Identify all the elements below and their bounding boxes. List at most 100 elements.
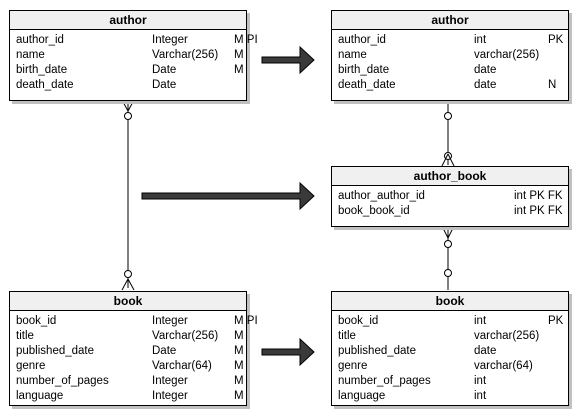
attribute-type: Date xyxy=(152,345,177,357)
attribute-type: Integer xyxy=(152,390,188,402)
entity-title: book xyxy=(10,292,246,311)
entity-author-logical[interactable]: author author_id Integer M PI name Varchar(25… xyxy=(9,10,258,101)
attribute-type: date xyxy=(474,64,497,76)
attribute-name: author_id xyxy=(16,34,64,46)
attribute-name: author_id xyxy=(338,34,386,46)
attribute-row[interactable]: name Varchar(256) M xyxy=(16,48,244,63)
attribute-type: Varchar(256) xyxy=(152,49,219,61)
relationship-author-book-left xyxy=(121,99,135,291)
attribute-row[interactable]: name varchar(256) xyxy=(338,48,562,63)
attribute-flags: M xyxy=(234,390,244,402)
attribute-row[interactable]: author_author_id int PK FK xyxy=(338,189,563,204)
arrow-author-transform xyxy=(261,45,315,75)
attribute-flags: M xyxy=(234,330,244,342)
attribute-name: title xyxy=(338,330,356,342)
attribute-row[interactable]: birth_date date xyxy=(338,63,562,78)
attribute-type: Date xyxy=(152,79,177,91)
attribute-flags: PK xyxy=(548,315,564,327)
attribute-name: author_author_id xyxy=(338,190,425,202)
attribute-name: book_id xyxy=(16,315,57,327)
attribute-name: published_date xyxy=(16,345,95,357)
attribute-flags: M PI xyxy=(234,34,258,46)
attribute-type: varchar(256) xyxy=(474,330,540,342)
attribute-row[interactable]: number_of_pages Integer M xyxy=(16,374,244,389)
attribute-row[interactable]: birth_date Date M xyxy=(16,63,244,78)
attribute-name: death_date xyxy=(16,79,74,91)
attribute-name: name xyxy=(16,49,45,61)
attribute-type: int xyxy=(474,34,487,46)
attribute-flags: M xyxy=(234,49,244,61)
attribute-row[interactable]: death_date date N xyxy=(338,78,562,93)
attribute-row[interactable]: genre varchar(64) xyxy=(338,359,562,374)
attribute-type: Integer xyxy=(152,375,188,387)
attribute-flags: M xyxy=(234,360,244,372)
attribute-type: int xyxy=(474,315,487,327)
attribute-flags: PK xyxy=(548,34,564,46)
attribute-flags: M PI xyxy=(234,315,258,327)
attribute-row[interactable]: author_id int PK xyxy=(338,33,564,48)
attribute-name: death_date xyxy=(338,79,396,91)
attribute-type: int PK FK xyxy=(514,205,563,217)
attribute-row[interactable]: author_id Integer M PI xyxy=(16,33,258,48)
arrow-relationship-transform xyxy=(141,181,315,211)
entity-title: author xyxy=(10,11,246,30)
attribute-name: book_id xyxy=(338,315,379,327)
attribute-name: published_date xyxy=(338,345,417,357)
attribute-name: number_of_pages xyxy=(16,375,109,387)
attribute-type: varchar(256) xyxy=(474,49,540,61)
attribute-name: birth_date xyxy=(338,64,390,76)
attribute-row[interactable]: genre Varchar(64) M xyxy=(16,359,244,374)
attribute-name: number_of_pages xyxy=(338,375,431,387)
attribute-row[interactable]: language Integer M xyxy=(16,389,244,404)
attribute-name: name xyxy=(338,49,367,61)
attribute-row[interactable]: title varchar(256) xyxy=(338,329,562,344)
attribute-type: Varchar(64) xyxy=(152,360,212,372)
attribute-row[interactable]: death_date Date xyxy=(16,78,240,93)
attribute-name: book_book_id xyxy=(338,205,410,217)
entity-title: author_book xyxy=(332,167,568,186)
attribute-type: int xyxy=(474,390,487,402)
relationship-authorbook-book xyxy=(441,225,455,290)
attribute-type: Integer xyxy=(152,34,188,46)
attribute-flags: M xyxy=(234,345,244,357)
entity-title: author xyxy=(332,11,568,30)
attribute-flags: N xyxy=(548,79,557,91)
attribute-name: title xyxy=(16,330,34,342)
attribute-type: varchar(64) xyxy=(474,360,533,372)
attribute-type: int PK FK xyxy=(514,190,563,202)
attribute-row[interactable]: number_of_pages int xyxy=(338,374,562,389)
attribute-row[interactable]: book_id Integer M PI xyxy=(16,314,258,329)
attribute-name: genre xyxy=(338,360,368,372)
entity-author-physical[interactable]: author author_id int PK name varchar(256) birt… xyxy=(331,10,569,101)
relationship-author-authorbook xyxy=(441,100,455,167)
attribute-type: Date xyxy=(152,64,177,76)
attribute-type: date xyxy=(474,79,497,91)
attribute-name: language xyxy=(16,390,64,402)
attribute-type: int xyxy=(474,375,487,387)
attribute-flags: M xyxy=(234,375,244,387)
arrow-book-transform xyxy=(261,337,315,367)
attribute-name: genre xyxy=(16,360,46,372)
attribute-row[interactable]: language int xyxy=(338,389,562,404)
attribute-name: language xyxy=(338,390,386,402)
attribute-flags: M xyxy=(234,64,244,76)
attribute-name: birth_date xyxy=(16,64,68,76)
attribute-row[interactable]: book_id int PK xyxy=(338,314,564,329)
attribute-type: Integer xyxy=(152,315,188,327)
attribute-row[interactable]: published_date date xyxy=(338,344,562,359)
attribute-type: date xyxy=(474,345,497,357)
attribute-row[interactable]: book_book_id int PK FK xyxy=(338,204,563,219)
attribute-list: author_id int PK name varchar(256) birth_date… xyxy=(332,30,568,93)
attribute-row[interactable]: published_date Date M xyxy=(16,344,244,359)
entity-title: book xyxy=(332,292,568,311)
